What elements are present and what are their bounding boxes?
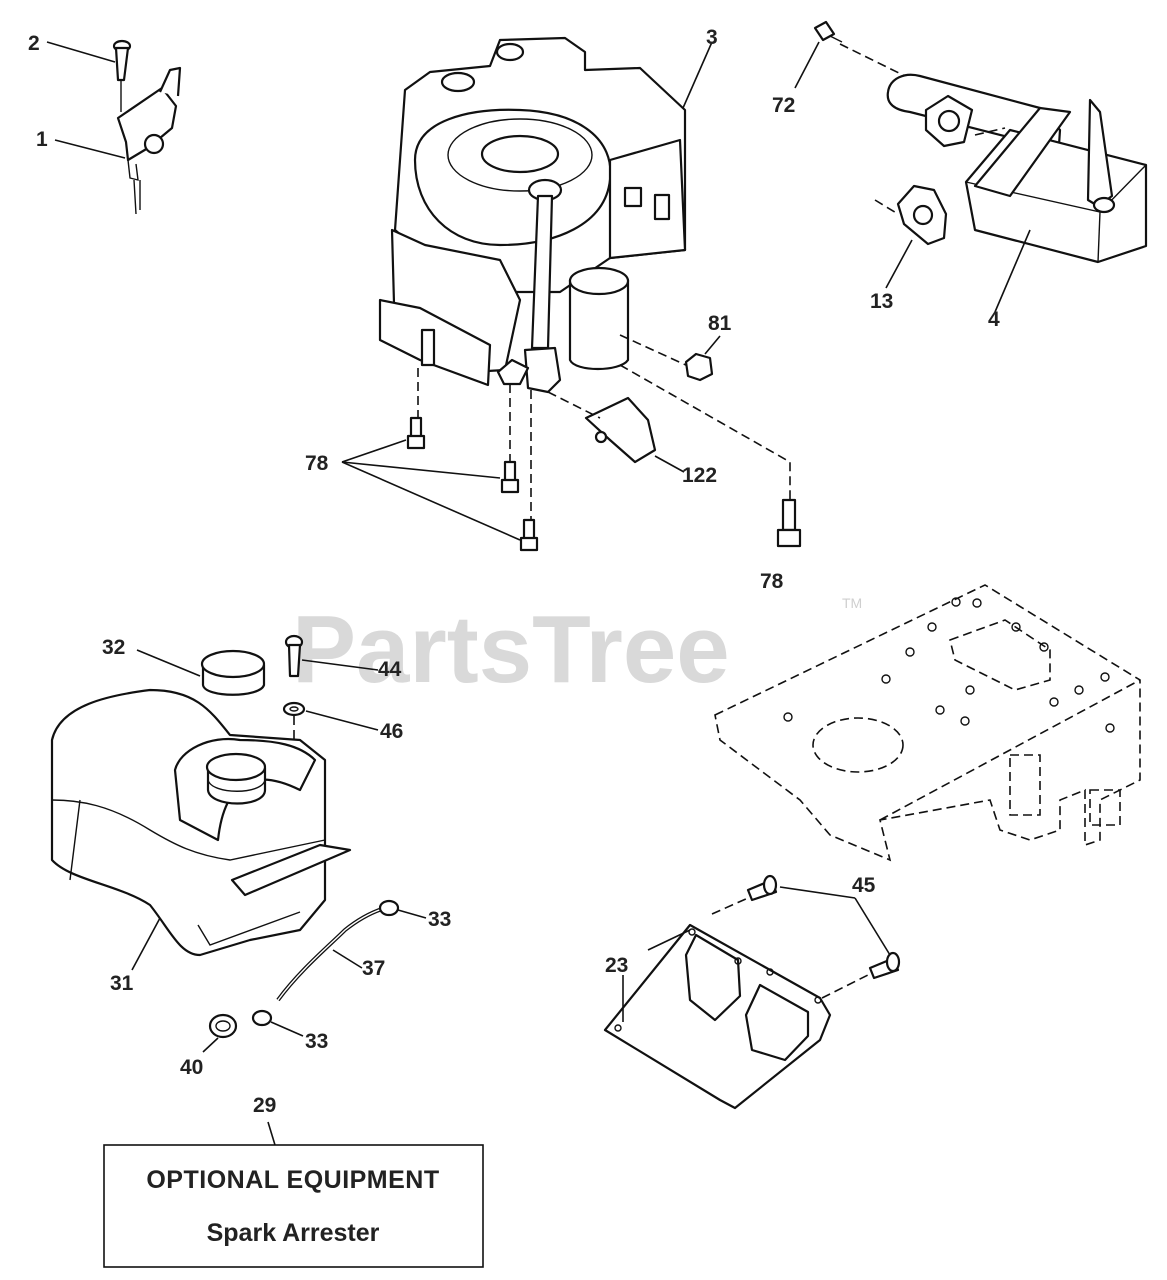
muffler-4 (964, 98, 1148, 264)
bushing-40 (208, 1013, 238, 1039)
leader-45a (779, 886, 856, 899)
screw-72 (813, 20, 843, 43)
leader-72 (794, 41, 820, 89)
callout-78a: 78 (305, 452, 329, 475)
nut-81 (684, 352, 714, 382)
leader-81 (704, 335, 721, 355)
dash-72 (839, 43, 906, 77)
leader-4 (994, 229, 1031, 313)
leader-23 (647, 929, 691, 951)
callout-3: 3 (706, 26, 718, 49)
gasket-13 (896, 184, 948, 246)
callout-29: 29 (253, 1094, 276, 1117)
leader-3 (682, 41, 713, 109)
screw-2 (112, 39, 132, 112)
callout-44: 44 (378, 658, 402, 681)
optional-equipment-subtitle: Spark Arrester (207, 1219, 380, 1247)
leader-33b (270, 1021, 304, 1037)
bolt-78-right (776, 498, 802, 548)
leader-78a-3 (341, 461, 521, 541)
callout-31: 31 (110, 972, 134, 995)
callout-37: 37 (362, 957, 385, 980)
leader-32 (136, 649, 201, 677)
bolt-78-b (500, 460, 520, 494)
fuel-cap-32 (200, 649, 266, 696)
dash-45a (711, 897, 749, 915)
engine-mount-plate (714, 584, 1141, 862)
clamp-33-a (378, 899, 400, 917)
leader-78a-1 (341, 439, 407, 463)
oil-drain-shield-122 (584, 396, 657, 464)
callout-46: 46 (380, 720, 403, 743)
optional-equipment-box (103, 1144, 484, 1268)
leader-40 (202, 1037, 219, 1053)
dash-45b (821, 974, 869, 999)
callout-40: 40 (180, 1056, 203, 1079)
fuel-tank-31 (50, 688, 352, 957)
callout-1: 1 (36, 128, 48, 151)
leader-33a (397, 909, 427, 919)
leader-122 (654, 455, 685, 473)
bolt-78-a (406, 416, 426, 450)
leader-78a-2 (341, 461, 501, 479)
drain-dash (547, 391, 601, 419)
washer-46 (282, 701, 306, 717)
throttle-control-bracket (116, 66, 182, 215)
callout-23: 23 (605, 954, 628, 977)
optional-equipment-title: OPTIONAL EQUIPMENT (146, 1166, 439, 1194)
screw-45-b (868, 951, 901, 980)
callout-81: 81 (708, 312, 732, 335)
callout-13: 13 (870, 290, 893, 313)
leader-31 (131, 917, 161, 971)
dash-pipe (974, 127, 1006, 136)
leader-2 (46, 41, 116, 63)
leader-1 (54, 139, 126, 159)
leader-37 (332, 949, 363, 969)
callout-4: 4 (988, 308, 1000, 331)
leader-45b (854, 897, 891, 956)
callout-33a: 33 (428, 908, 451, 931)
callout-33b: 33 (305, 1030, 328, 1053)
callout-78b: 78 (760, 570, 784, 593)
fuel-line-37 (276, 906, 386, 1002)
watermark-text: PartsTree (292, 596, 730, 703)
callout-2: 2 (28, 32, 40, 55)
leader-13 (885, 239, 913, 289)
dash-13 (874, 199, 899, 215)
bracket-23 (603, 923, 832, 1110)
callout-32: 32 (102, 636, 125, 659)
engine (378, 36, 791, 520)
clamp-33-b (251, 1009, 273, 1027)
callout-45: 45 (852, 874, 876, 897)
leader-44 (301, 659, 379, 671)
screw-45-a (746, 874, 778, 902)
leader-46 (305, 710, 379, 731)
watermark-trademark: TM (842, 595, 862, 611)
callout-72: 72 (772, 94, 795, 117)
screw-44 (284, 634, 304, 678)
callout-122: 122 (682, 464, 717, 487)
leader-29 (267, 1121, 276, 1146)
bolt-78-c (519, 518, 539, 552)
